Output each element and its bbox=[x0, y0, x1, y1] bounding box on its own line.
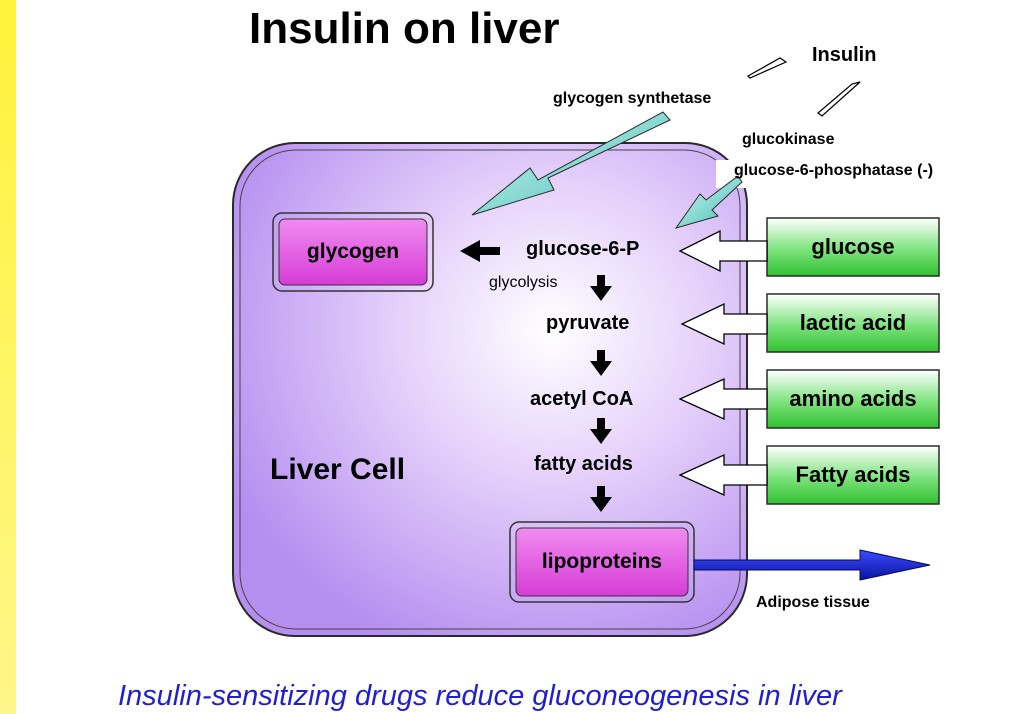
pyruvate-label: pyruvate bbox=[546, 312, 630, 334]
insulin-label: Insulin bbox=[812, 44, 877, 66]
input-label-fatty-acids: Fatty acids bbox=[795, 462, 911, 487]
liver-cell-label: Liver Cell bbox=[270, 453, 406, 486]
arrow-to-fatty-acids bbox=[590, 418, 612, 444]
arrow-to-glycogen bbox=[460, 240, 500, 262]
acetyl-coa-label: acetyl CoA bbox=[530, 388, 634, 410]
glycolysis-label: glycolysis bbox=[489, 274, 558, 291]
footer-caption: Insulin-sensitizing drugs reduce glucone… bbox=[118, 680, 842, 712]
glucose-6-phosphatase-label: glucose-6-phosphatase (-) bbox=[734, 162, 934, 179]
glucose-6-p-label: glucose-6-P bbox=[526, 238, 640, 260]
input-label-glucose: glucose bbox=[811, 234, 895, 259]
glycogen-box-shape bbox=[272, 212, 434, 292]
input-arrow-glucose bbox=[678, 229, 768, 273]
insulin-arrow-2 bbox=[817, 81, 861, 117]
glucokinase-arrow bbox=[674, 175, 743, 229]
input-arrow-fatty-acids bbox=[678, 453, 768, 497]
arrow-to-acetyl-coa bbox=[590, 350, 612, 376]
input-label-amino-acids: amino acids bbox=[789, 386, 917, 411]
arrow-to-lipoproteins bbox=[590, 486, 612, 512]
slide-title: Insulin on liver bbox=[249, 4, 560, 53]
glycogen-box: glycogen bbox=[306, 240, 400, 263]
adipose-tissue-label: Adipose tissue bbox=[756, 594, 870, 611]
arrow-to-pyruvate bbox=[590, 275, 612, 301]
arrow-to-adipose bbox=[693, 549, 931, 581]
fatty-acids-label: fatty acids bbox=[534, 453, 633, 475]
input-label-lactic-acid: lactic acid bbox=[799, 310, 907, 335]
input-box-lactic-acid bbox=[766, 293, 940, 353]
glycogen-synthetase-label: glycogen synthetase bbox=[553, 90, 712, 107]
insulin-arrow-1 bbox=[747, 57, 788, 79]
input-box-amino-acids bbox=[766, 369, 940, 429]
input-box-glucose bbox=[766, 217, 940, 277]
lipoproteins-box: lipoproteins bbox=[541, 550, 663, 573]
glycogen-synthetase-arrow bbox=[471, 111, 671, 216]
input-arrow-lactic-acid bbox=[680, 302, 768, 346]
input-arrow-amino-acids bbox=[678, 377, 768, 421]
glucokinase-label: glucokinase bbox=[742, 131, 835, 148]
left-accent-strip bbox=[0, 0, 16, 714]
